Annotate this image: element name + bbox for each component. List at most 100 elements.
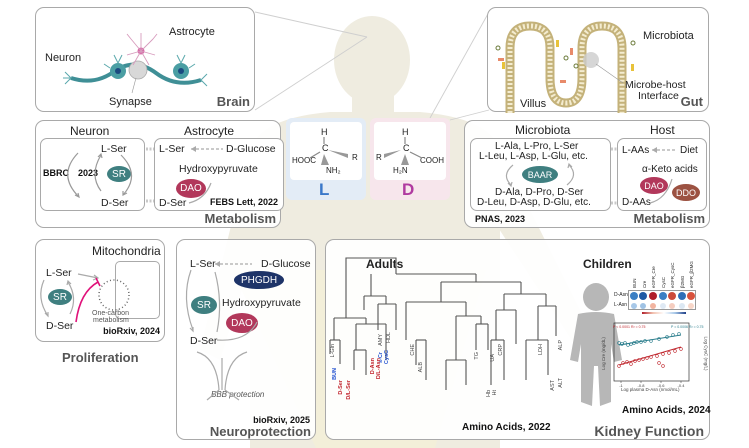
l-aa-line1: L-Ala, L-Pro, L-Ser bbox=[495, 141, 579, 152]
heatmap-column-label: eGFR_CysC bbox=[670, 262, 675, 288]
villus-label: Villus bbox=[520, 98, 547, 110]
neuroprotection-panel: L-Ser D-Glucose PHGDH SR Hydroxypyruvate… bbox=[176, 239, 316, 440]
bbrc-year: 2023 bbox=[78, 168, 99, 178]
pnas-citation: PNAS, 2023 bbox=[475, 214, 526, 224]
scatter-point-blue bbox=[671, 333, 675, 337]
heatmap-grid bbox=[628, 290, 696, 310]
dendrogram-leaf-label: BUN bbox=[332, 368, 338, 380]
scatter-point-red bbox=[661, 364, 665, 368]
sr-enzyme: SR bbox=[191, 296, 217, 314]
scatter-point-red bbox=[649, 355, 653, 359]
children-heading: Children bbox=[583, 257, 632, 271]
dendrogram-leaf-label: TG bbox=[474, 352, 480, 360]
neuro-dglucose: D-Glucose bbox=[261, 258, 311, 270]
dendrogram-leaf-label: CHE bbox=[410, 344, 416, 356]
mitochondria-box bbox=[115, 261, 160, 319]
heatmap-cell bbox=[629, 292, 638, 300]
villus-illustration bbox=[495, 21, 636, 113]
scatter-point-red bbox=[645, 356, 649, 360]
host-keto: α-Keto acids bbox=[642, 164, 698, 175]
astro-dser: D-Ser bbox=[159, 197, 187, 209]
metabolism-label: metabolism bbox=[93, 317, 129, 324]
kidney-title: Kidney Function bbox=[594, 423, 704, 439]
l-mol-nh2: NH₂ bbox=[326, 166, 341, 175]
scatter-point-blue bbox=[635, 340, 639, 344]
children-citation: Amino Acids, 2024 bbox=[622, 405, 711, 416]
l-aa-line2: L-Leu, L-Asp, L-Glu, etc. bbox=[479, 151, 588, 162]
d-mol-h2n: H₂N bbox=[393, 166, 408, 175]
scatter-point-blue bbox=[620, 342, 624, 346]
heatmap-colorbar bbox=[642, 312, 686, 314]
l-mol-c: C bbox=[322, 143, 329, 153]
scatter-point-blue bbox=[643, 339, 647, 343]
dendrogram-leaf-label: LDH bbox=[538, 344, 544, 356]
d-mol-cooh: COOH bbox=[420, 156, 444, 165]
scatter-point-blue bbox=[626, 343, 630, 347]
dendrogram-leaf-label: ALB bbox=[418, 362, 424, 373]
d-mol-h: H bbox=[402, 127, 409, 137]
astro-dglucose: D-Glucose bbox=[226, 143, 276, 155]
d-enantiomer-card: H C R COOH H₂N D bbox=[370, 118, 450, 200]
scatter-point-red bbox=[629, 362, 633, 366]
scatter-point-red bbox=[667, 351, 671, 355]
neuron-illustration bbox=[63, 33, 208, 94]
microbiota-heading: Microbiota bbox=[515, 123, 571, 137]
bbrc-citation: BBRC bbox=[43, 168, 69, 178]
astrocyte-label: Astrocyte bbox=[169, 26, 215, 38]
scatter-point-red bbox=[679, 347, 683, 351]
scatter-point-red bbox=[641, 357, 645, 361]
scatter-point-red bbox=[657, 361, 661, 365]
ddo-enzyme: DDO bbox=[672, 184, 700, 201]
heatmap-cell bbox=[639, 292, 648, 300]
heatmap-column-label: BUN bbox=[632, 278, 637, 288]
heatmap-row-lasn: L-Asn bbox=[614, 302, 628, 308]
l-mol-hooc: HOOC bbox=[292, 156, 316, 165]
host-daas: D-AAs bbox=[622, 197, 651, 208]
scatter-point-red bbox=[637, 358, 641, 362]
scatter-frame bbox=[613, 322, 690, 382]
dendrogram-leaf-label: D/L-Asn bbox=[376, 358, 382, 380]
scatter-point-blue bbox=[639, 340, 643, 344]
scatter-xtick-label: -0.6 bbox=[658, 383, 666, 388]
scatter-ylabel-right: Log CysC (mg/L) bbox=[703, 336, 709, 371]
dendrogram-branch bbox=[345, 257, 397, 303]
astrocyte-heading: Astrocyte bbox=[184, 124, 235, 138]
d-aa-line1: D-Ala, D-Pro, D-Ser bbox=[495, 187, 584, 198]
scatter-ylabel-left: Log Cre (mg/dL) bbox=[600, 337, 606, 370]
heatmap-cell bbox=[687, 292, 696, 300]
heatmap-column-label: β2MG bbox=[679, 275, 685, 288]
dendrogram-leaf-label: AMY bbox=[378, 334, 384, 346]
mitochondria-label: Mitochondria bbox=[92, 244, 161, 258]
neuron-label: Neuron bbox=[45, 52, 82, 64]
neuro-lser: L-Ser bbox=[190, 258, 216, 270]
scatter-xlabel: Log plasma D-Asn (nmol/mL) bbox=[621, 387, 680, 392]
proliferation-title: Proliferation bbox=[62, 350, 139, 365]
heatmap-cell bbox=[650, 303, 656, 309]
neuro-hydroxypyruvate: Hydroxypyruvate bbox=[222, 297, 301, 309]
astro-hydroxypyruvate: Hydroxypyruvate bbox=[179, 163, 258, 175]
heatmap-cell bbox=[649, 292, 657, 300]
heatmap-cell bbox=[658, 292, 667, 300]
heatmap-cell bbox=[688, 303, 695, 309]
prolif-lser: L-Ser bbox=[46, 267, 72, 279]
neuron-subpanel: L-Ser BBRC 2023 SR D-Ser bbox=[40, 138, 145, 211]
gut-metabolism-panel: Microbiota Host L-Ala, L-Pro, L-Ser L-Le… bbox=[464, 120, 710, 228]
gut-metabolism-title: Metabolism bbox=[633, 211, 705, 226]
heatmap-cell bbox=[659, 303, 666, 309]
scatter-point-red bbox=[625, 360, 629, 364]
heatmap-row-dasn: D-Asn bbox=[614, 292, 628, 298]
brain-metabolism-title: Metabolism bbox=[204, 211, 276, 226]
dendrogram bbox=[329, 257, 557, 390]
dendrogram-leaf-label: L-Gln bbox=[330, 344, 336, 358]
heatmap-column-label: eGFR_β2MG bbox=[689, 261, 694, 288]
scatter-stats-blue: P = 0.0006 R² = 0.75 bbox=[671, 325, 704, 329]
d-label: D bbox=[402, 180, 415, 199]
dao-enzyme: DAO bbox=[226, 313, 258, 333]
interface-label: Interface bbox=[638, 90, 679, 102]
scatter-stats-red: P < 0.0001 R² = 0.75 bbox=[613, 325, 646, 329]
l-mol-h: H bbox=[321, 127, 328, 137]
dendrogram-leaf-label: CysC bbox=[384, 350, 390, 365]
heatmap-cell bbox=[678, 303, 685, 309]
